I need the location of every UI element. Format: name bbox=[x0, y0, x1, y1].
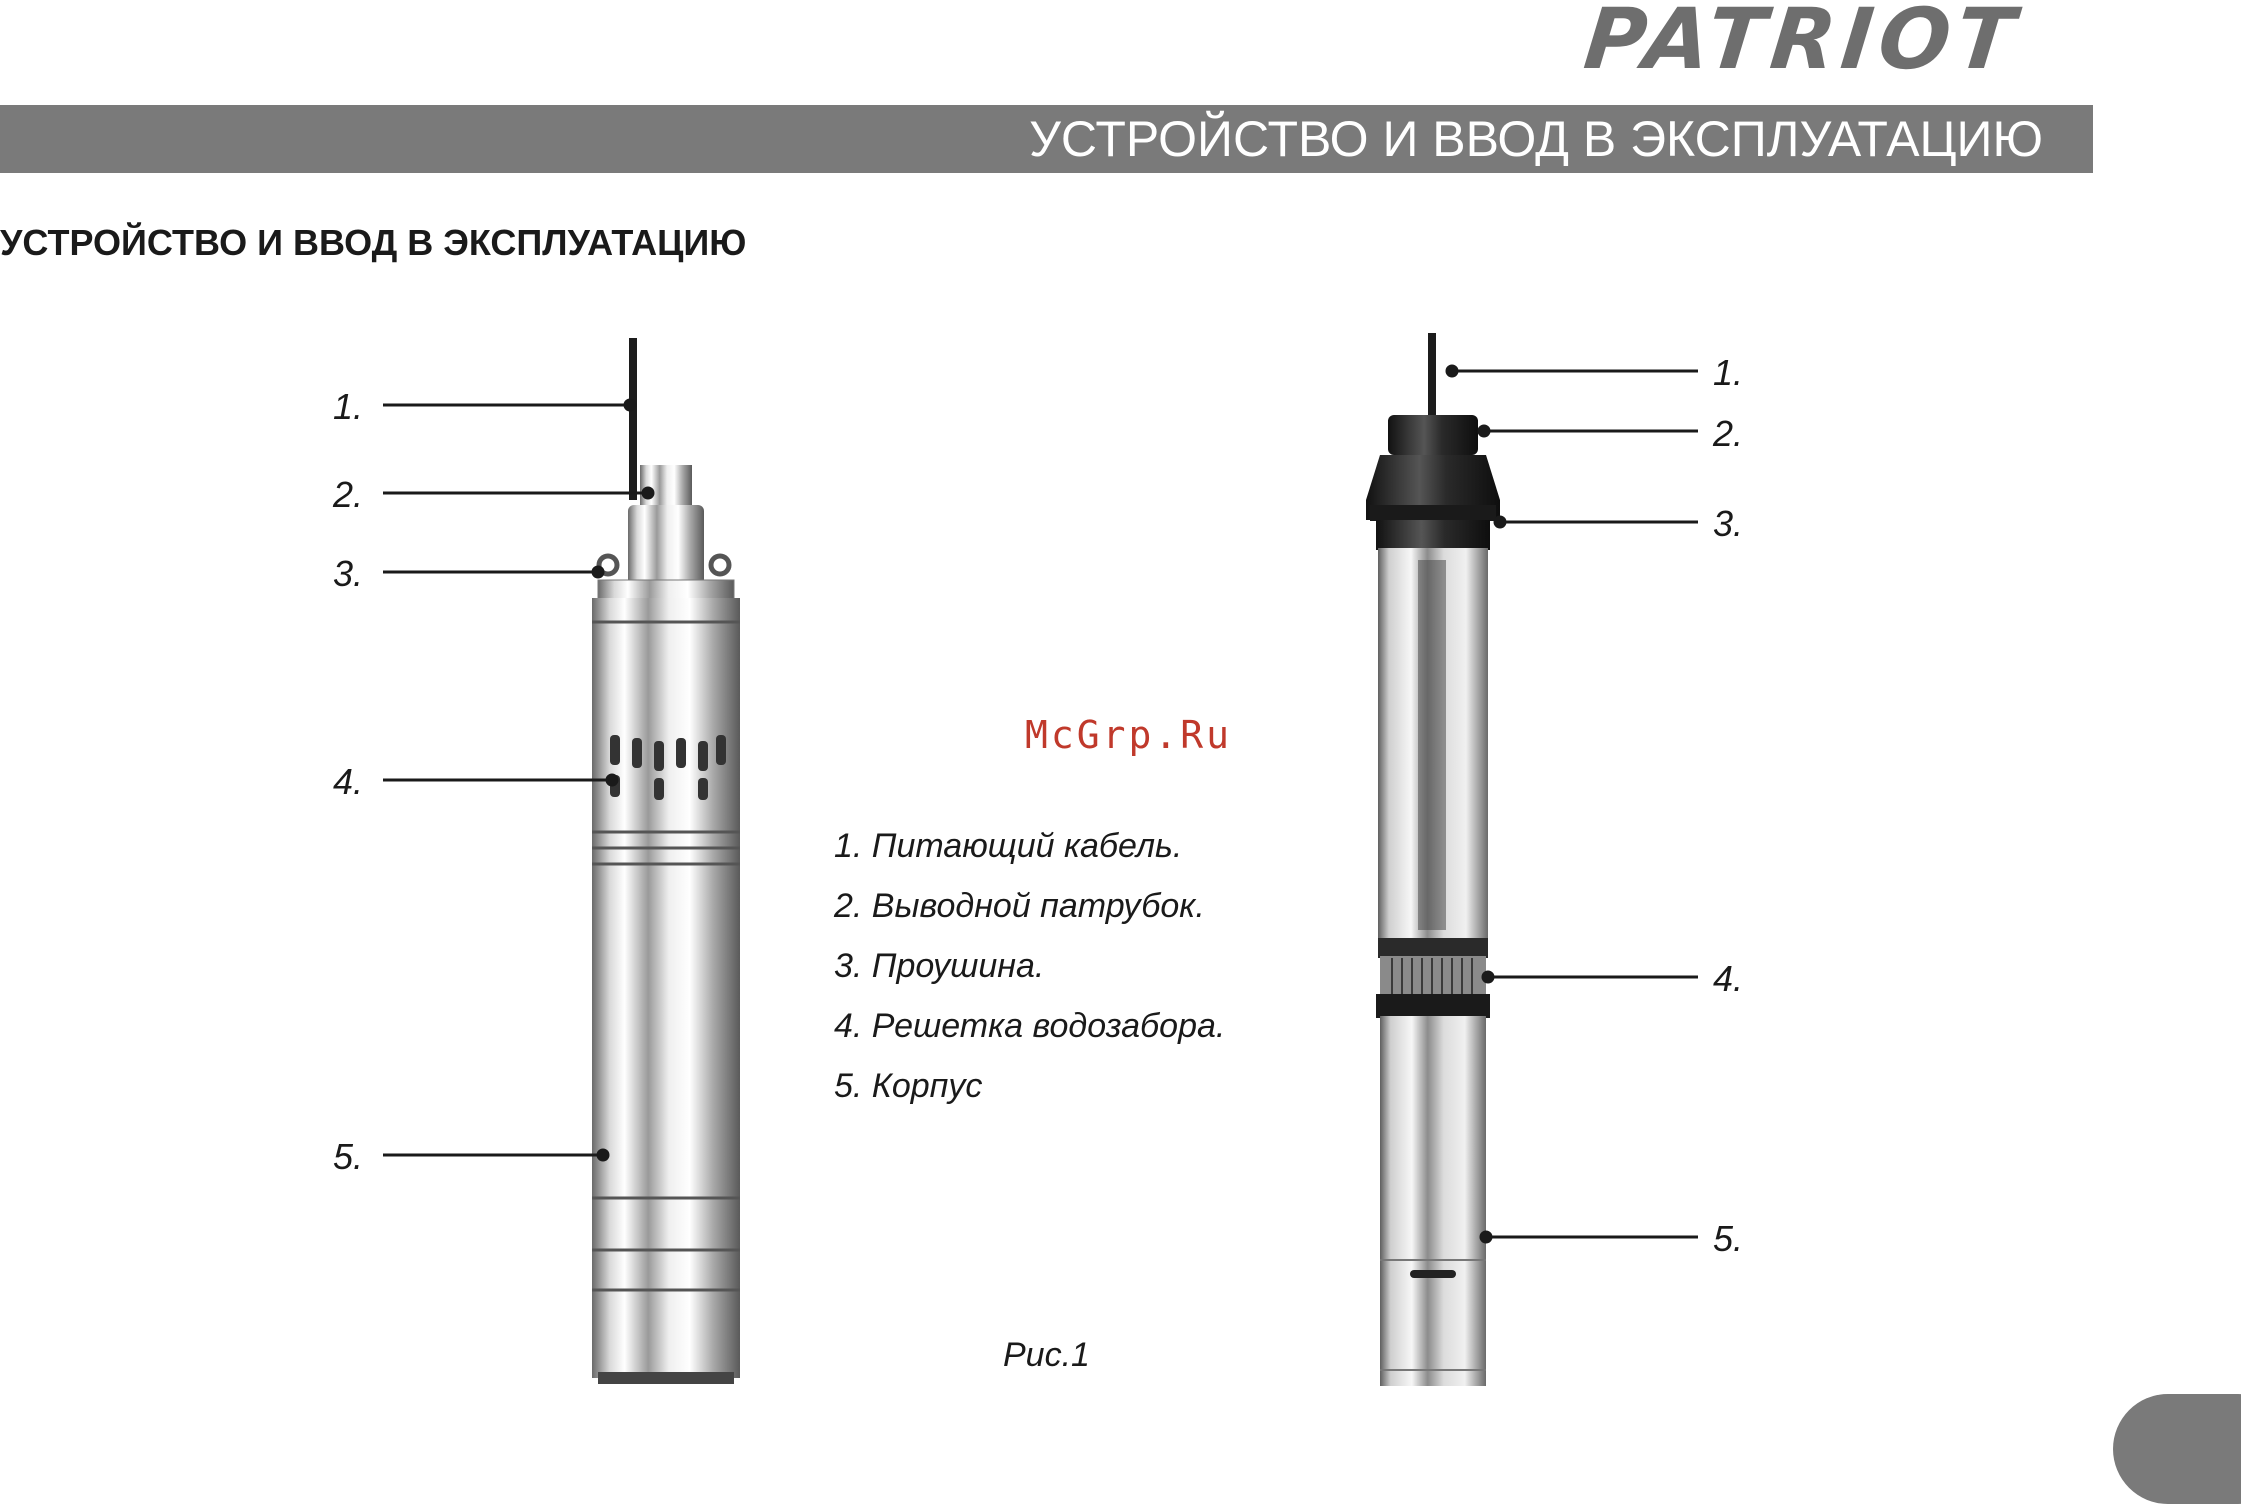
page-number-tab bbox=[2113, 1394, 2241, 1504]
right-callout-4: 4. bbox=[1713, 959, 1743, 999]
legend-item: 2. Выводной патрубок. bbox=[834, 876, 1225, 936]
left-pump-outlet-collar bbox=[628, 505, 704, 585]
left-pump bbox=[592, 338, 740, 1384]
left-callout-5: 5. bbox=[333, 1137, 363, 1177]
right-pump bbox=[1366, 333, 1500, 1386]
figure-caption: Рис.1 bbox=[1003, 1336, 1090, 1375]
right-callout-5: 5. bbox=[1713, 1219, 1743, 1259]
right-callout-1: 1. bbox=[1713, 353, 1743, 393]
watermark: McGrp.Ru bbox=[1025, 713, 1232, 757]
parts-legend: 1. Питающий кабель. 2. Выводной патрубок… bbox=[834, 816, 1225, 1116]
left-callout-2: 2. bbox=[333, 475, 363, 515]
right-callout-3: 3. bbox=[1713, 504, 1743, 544]
left-pump-eyelet-right bbox=[711, 556, 729, 574]
right-pump-cable-guard bbox=[1418, 560, 1446, 930]
legend-item: 5. Корпус bbox=[834, 1056, 1225, 1116]
legend-item: 3. Проушина. bbox=[834, 936, 1225, 996]
left-pump-outlet bbox=[640, 465, 692, 507]
left-callout-1: 1. bbox=[333, 387, 363, 427]
right-pump-outlet bbox=[1388, 415, 1478, 455]
left-pump-body bbox=[592, 598, 740, 1378]
right-pump-eyelet-ring bbox=[1376, 520, 1490, 550]
right-pump-motor bbox=[1380, 1016, 1486, 1386]
left-callout-3: 3. bbox=[333, 554, 363, 594]
legend-item: 4. Решетка водозабора. bbox=[834, 996, 1225, 1056]
right-callout-2: 2. bbox=[1713, 414, 1743, 454]
left-callout-4: 4. bbox=[333, 762, 363, 802]
legend-item: 1. Питающий кабель. bbox=[834, 816, 1225, 876]
